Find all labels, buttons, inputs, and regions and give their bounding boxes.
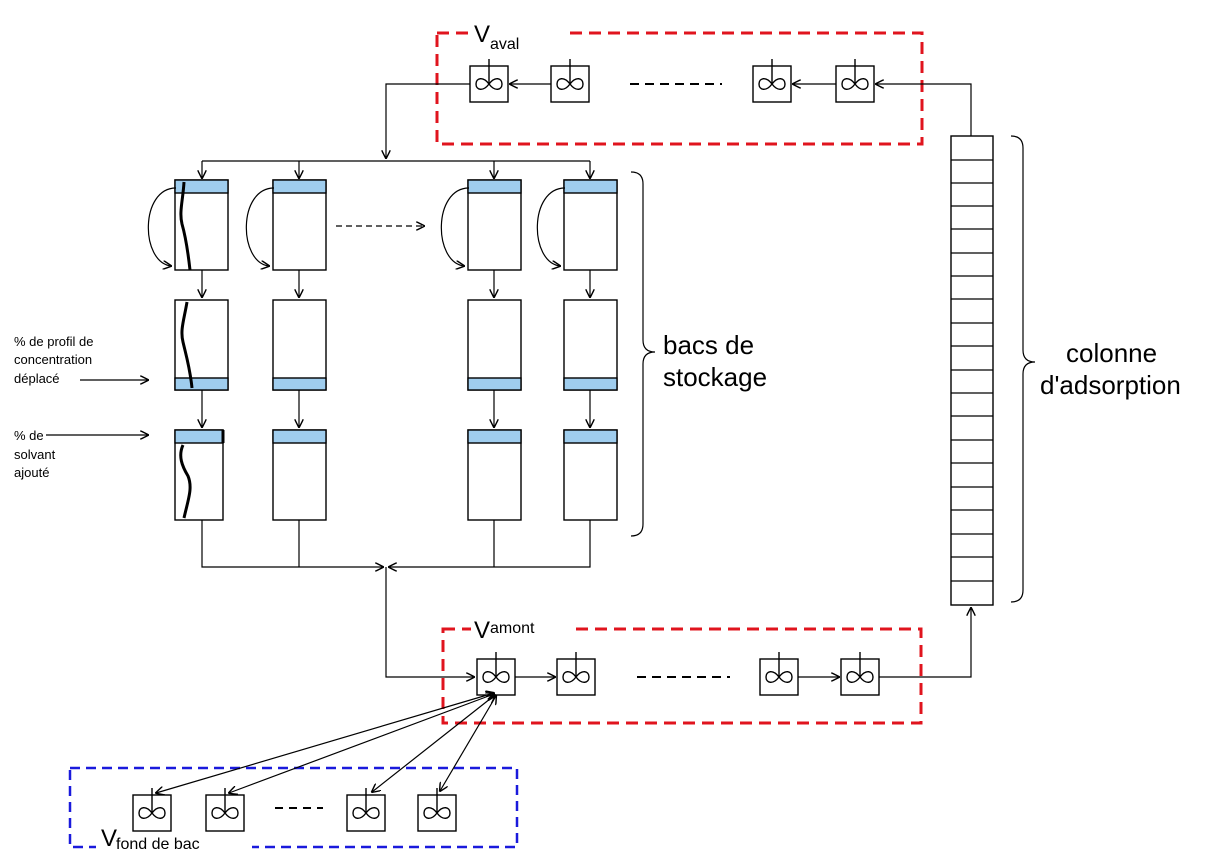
recirculation-arrow-3 (440, 187, 470, 266)
stirrer-icon (556, 78, 584, 90)
v-amont-label: V (474, 617, 490, 644)
stirrer-icon (138, 807, 166, 819)
column-brace (1010, 135, 1036, 603)
concentration-profile-1 (179, 181, 192, 271)
v-aval-reactor-3 (752, 59, 792, 103)
v-fond-reactor-3 (346, 788, 386, 832)
stirrer-icon (846, 671, 874, 683)
exchange-arrow-1 (156, 693, 494, 793)
v-fond-reactor-1 (132, 788, 172, 832)
storage-tank-r3-c4 (563, 429, 618, 521)
stirrer-icon (211, 807, 239, 819)
storage-tank-r1-c3 (467, 179, 522, 271)
storage-tank-r3-c1 (174, 429, 225, 521)
adsorption-column (950, 135, 994, 606)
recirculation-arrow-1 (147, 187, 177, 266)
v-amont-subscript: amont (490, 620, 535, 637)
solvent-label-line3: ajouté (14, 465, 49, 480)
v-amont-reactor-1 (476, 652, 516, 696)
v-fond-subscript: fond de bac (116, 836, 200, 849)
stirrer-icon (758, 78, 786, 90)
solvent-label-line1: % de (14, 428, 44, 443)
storage-label-line2: stockage (663, 362, 767, 392)
concentration-profile-3 (179, 444, 192, 519)
v-amont-zone (441, 627, 923, 725)
v-amont-reactor-4 (840, 652, 880, 696)
profile-label-line1: % de profil de (14, 334, 94, 349)
storage-tank-r2-c3 (467, 299, 522, 391)
v-fond-zone (68, 766, 519, 849)
stirrer-icon (423, 807, 451, 819)
v-aval-reactor-2 (550, 59, 590, 103)
column-label-line1: colonne (1066, 338, 1157, 368)
storage-tank-r2-c4 (563, 299, 618, 391)
exchange-arrow-2 (229, 694, 494, 793)
exchange-arrow-3 (372, 695, 495, 792)
v-amont-reactor-3 (759, 652, 799, 696)
profile-label-line2: concentration (14, 352, 92, 367)
concentration-profile-2 (180, 301, 194, 389)
v-fond-label: V (101, 825, 117, 849)
stirrer-icon (562, 671, 590, 683)
v-fond-reactor-4 (417, 788, 457, 832)
solvent-label-line2: solvant (14, 447, 56, 462)
storage-brace (630, 171, 656, 537)
v-aval-subscript: aval (490, 36, 519, 53)
v-fond-reactor-2 (205, 788, 245, 832)
column-label-line2: d'adsorption (1040, 370, 1181, 400)
storage-tank-r3-c2 (272, 429, 327, 521)
storage-label-line1: bacs de (663, 330, 754, 360)
stirrer-icon (482, 671, 510, 683)
storage-tank-r2-c2 (272, 299, 327, 391)
profile-label-line3: déplacé (14, 371, 60, 386)
v-aval-zone (435, 31, 924, 146)
v-amont-reactor-2 (556, 652, 596, 696)
recirculation-arrow-4 (536, 187, 566, 266)
stirrer-icon (765, 671, 793, 683)
stirrer-icon (352, 807, 380, 819)
storage-tank-r3-c3 (467, 429, 522, 521)
v-aval-reactor-4 (835, 59, 875, 103)
storage-tank-r1-c2 (272, 179, 327, 271)
v-aval-reactor-1 (469, 59, 509, 103)
recirculation-arrow-2 (245, 187, 275, 266)
storage-tank-r1-c4 (563, 179, 618, 271)
exchange-arrow-4 (440, 696, 496, 791)
v-aval-label: V (474, 21, 490, 48)
stirrer-icon (475, 78, 503, 90)
stirrer-icon (841, 78, 869, 90)
